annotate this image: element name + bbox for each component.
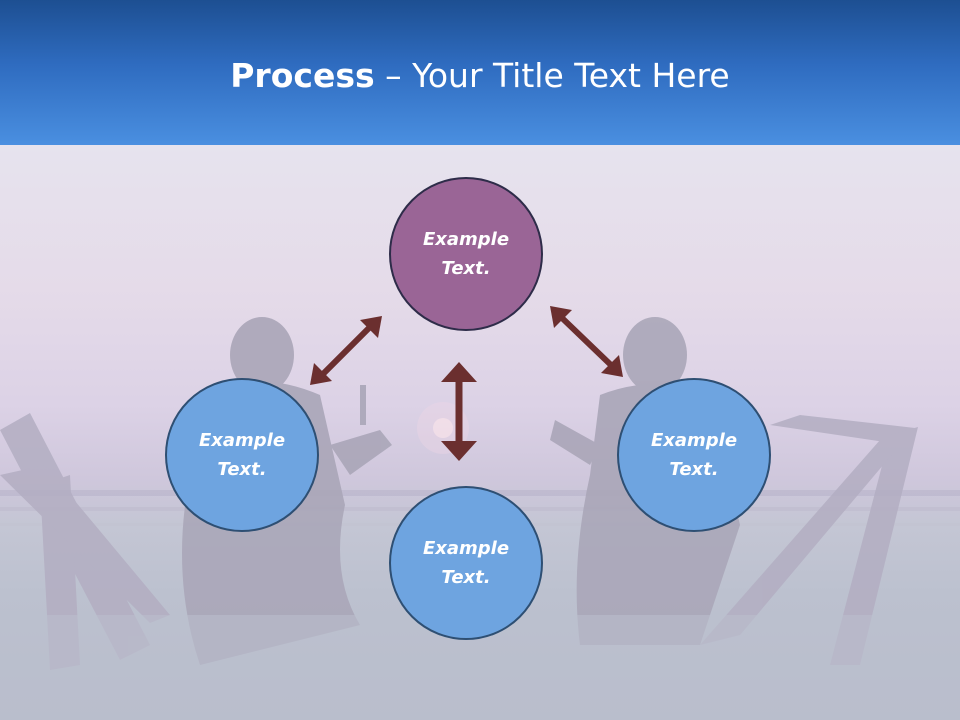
- process-node-bottom[interactable]: Example Text.: [389, 486, 543, 640]
- node-top-text: Example Text.: [422, 229, 510, 279]
- process-node-left[interactable]: Example Text.: [165, 378, 319, 532]
- slide-title[interactable]: Process – Your Title Text Here: [0, 54, 960, 98]
- arrow-top-right: [550, 306, 623, 377]
- process-node-right[interactable]: Example Text.: [617, 378, 771, 532]
- arrow-vertical: [441, 362, 477, 461]
- arrow-top-left: [310, 316, 382, 385]
- process-node-top[interactable]: Example Text.: [389, 177, 543, 331]
- node-right-text: Example Text.: [650, 430, 738, 480]
- title-bold: Process: [230, 56, 375, 95]
- node-left-text: Example Text.: [198, 430, 286, 480]
- title-bar: Process – Your Title Text Here: [0, 0, 960, 145]
- title-rest: – Your Title Text Here: [374, 56, 730, 95]
- node-bottom-text: Example Text.: [422, 538, 510, 588]
